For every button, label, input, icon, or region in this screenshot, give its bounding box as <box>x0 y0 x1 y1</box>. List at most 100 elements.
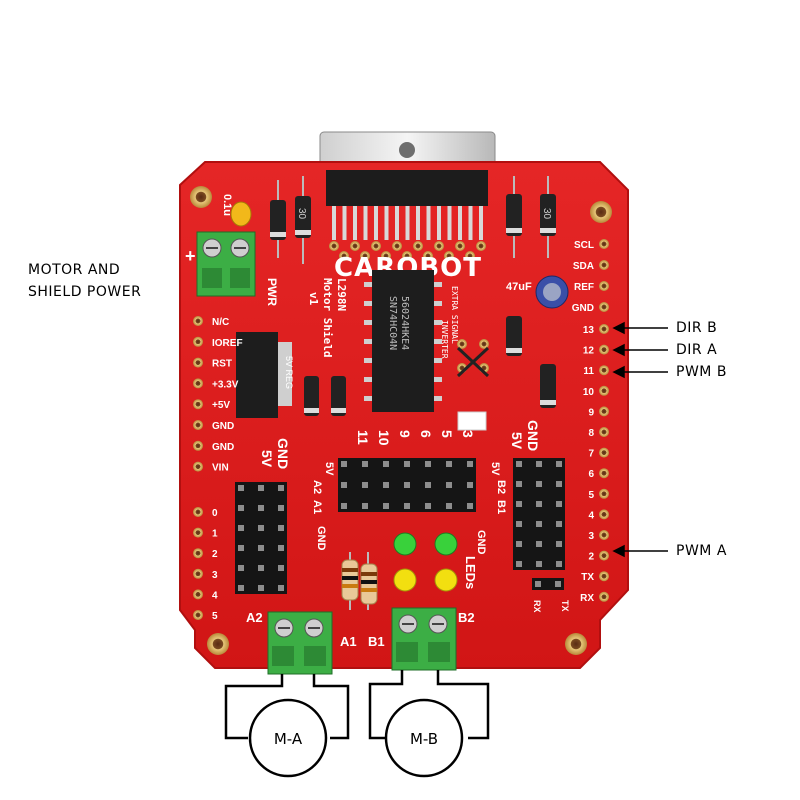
right-digital-pin <box>599 385 609 396</box>
right-pin-label: 9 <box>588 407 594 418</box>
l298n-pad <box>423 251 433 261</box>
l298n-leg <box>332 206 336 240</box>
header-pin <box>556 481 562 487</box>
l298n-legs <box>329 206 486 261</box>
leds-label: LEDs <box>463 556 478 589</box>
l298n-leg <box>416 206 420 240</box>
l298n-pad <box>434 241 444 251</box>
analog-pin <box>193 589 203 600</box>
left-pin-label: +5V <box>212 400 230 411</box>
l298n-pad <box>455 241 465 251</box>
inverter-ic <box>372 270 434 412</box>
svg-text:Motor Shield: Motor Shield <box>321 278 334 357</box>
right-pin-label: 11 <box>583 366 594 377</box>
svg-text:M-A: M-A <box>274 730 303 748</box>
header-pin <box>467 482 473 488</box>
l298n-leg <box>374 206 378 240</box>
right-digital-pin <box>599 406 609 417</box>
analog-pin-label: 4 <box>212 590 218 601</box>
header-pin <box>258 505 264 511</box>
l298n-pad <box>360 251 370 261</box>
left-pin-label: IOREF <box>212 338 243 349</box>
svg-text:5V: 5V <box>489 462 501 476</box>
led-yellow-b <box>434 568 458 592</box>
header-pin-label: 6 <box>418 430 434 438</box>
right-digital-pin <box>599 509 609 520</box>
l298n-pad <box>392 241 402 251</box>
header-pin <box>516 521 522 527</box>
header-pin-label: 5 <box>439 430 455 438</box>
right-digital-pin <box>599 427 609 437</box>
left-power-pin <box>193 316 203 326</box>
right-digital-pin <box>599 302 609 312</box>
l298n-leg <box>342 206 347 240</box>
header-pin <box>555 581 561 587</box>
header-pin <box>516 561 522 567</box>
header-pin <box>278 505 284 511</box>
diode-mark-left: 30 <box>296 208 307 220</box>
ic-pin <box>434 358 442 363</box>
header-pin <box>467 503 473 509</box>
header-pin <box>446 503 452 509</box>
power-terminal-block <box>196 231 256 297</box>
led-green-a <box>393 532 417 556</box>
header-block <box>513 458 565 570</box>
ic-pin <box>434 396 442 401</box>
right-digital-pin <box>599 571 609 582</box>
svg-text:M-B: M-B <box>410 730 438 748</box>
l298n-leg <box>437 206 441 240</box>
l298n-pad <box>329 241 339 251</box>
header-pin <box>362 461 368 467</box>
header-pin <box>362 503 368 509</box>
ic-pin <box>434 301 442 306</box>
diode-mark-right: 30 <box>541 208 552 220</box>
left-power-pin <box>193 440 203 451</box>
ic-pin <box>364 358 372 363</box>
header-pin-label: 10 <box>376 430 392 446</box>
l298n-leg <box>479 206 483 240</box>
l298n-pad <box>413 241 423 251</box>
header-pin <box>362 482 368 488</box>
svg-text:56024HKE4: 56024HKE4 <box>399 296 410 350</box>
l298n-chip <box>326 170 488 206</box>
header-pin <box>556 541 562 547</box>
right-pin-label: GND <box>572 303 594 314</box>
right-pin-label: 2 <box>588 552 594 563</box>
svg-text:B2: B2 <box>458 610 475 625</box>
l298n-pad <box>381 251 391 261</box>
left-power-pin <box>193 420 203 430</box>
callout-pwm-b: PWM B <box>676 364 727 380</box>
svg-text:L298N: L298N <box>335 278 348 311</box>
header-pin <box>556 561 562 567</box>
svg-text:A1: A1 <box>311 500 323 514</box>
header-pin <box>536 541 542 547</box>
callout-dir-b: DIR B <box>676 320 718 336</box>
diodes-top-left <box>270 176 311 264</box>
ic-pin <box>364 320 372 325</box>
header-pin <box>556 461 562 467</box>
ic-pin <box>434 320 442 325</box>
header-pin <box>278 525 284 531</box>
header-pin <box>516 461 522 467</box>
analog-pin-label: 0 <box>212 508 218 519</box>
l298n-pad <box>465 251 475 261</box>
header-pin <box>425 503 431 509</box>
ic-pin <box>364 301 372 306</box>
right-digital-pin <box>599 468 609 479</box>
analog-pin-label: 2 <box>212 549 218 560</box>
svg-text:A2: A2 <box>246 610 263 625</box>
5v-label-left: 5V <box>259 450 275 468</box>
svg-text:GND: GND <box>475 530 487 555</box>
right-pin-label: 6 <box>588 469 594 480</box>
header-pin <box>383 482 389 488</box>
header-pin <box>258 545 264 551</box>
l298n-pad <box>402 251 412 261</box>
regulator-label: 5V REG <box>284 356 294 389</box>
callout-pwm-a: PWM A <box>676 543 727 559</box>
left-pin-label: VIN <box>212 463 229 474</box>
ic-pin <box>364 282 372 287</box>
board-title: L298N Motor Shield v1 <box>307 278 348 357</box>
right-digital-pin <box>599 447 609 458</box>
